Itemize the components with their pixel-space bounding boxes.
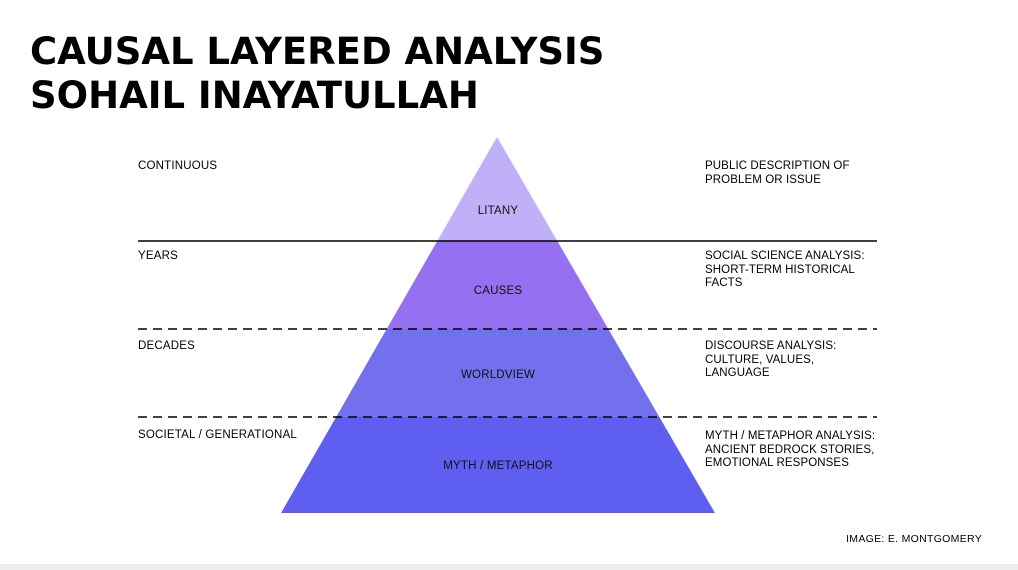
layer-label-litany: LITANY [477, 205, 519, 217]
timescale-continuous: CONTINUOUS [138, 160, 218, 172]
layer-label-causes: CAUSES [473, 285, 523, 297]
bottom-strip [0, 564, 1018, 570]
pyramid-layer-causes [386, 241, 609, 329]
title-line-2: SOHAIL INAYATULLAH [30, 74, 479, 117]
image-credit: IMAGE: E. MONTGOMERY [846, 533, 982, 545]
page-title: CAUSAL LAYERED ANALYSIS SOHAIL INAYATULL… [30, 30, 604, 118]
timescale-years: YEARS [138, 250, 178, 262]
description-worldview: DISCOURSE ANALYSIS: CULTURE, VALUES, LAN… [705, 340, 837, 379]
timescale-decades: DECADES [138, 340, 195, 352]
pyramid-layer-litany [437, 137, 558, 241]
layer-label-worldview: WORLDVIEW [461, 369, 535, 381]
pyramid-layer-myth [281, 417, 715, 513]
description-litany: PUBLIC DESCRIPTION OF PROBLEM OR ISSUE [705, 160, 850, 186]
pyramid-layer-worldview [336, 329, 660, 417]
description-myth-metaphor: MYTH / METAPHOR ANALYSIS: ANCIENT BEDROC… [705, 430, 876, 469]
layer-label-myth-metaphor: MYTH / METAPHOR [443, 460, 553, 472]
timescale-societal-generational: SOCIETAL / GENERATIONAL [138, 429, 298, 441]
title-line-1: CAUSAL LAYERED ANALYSIS [30, 30, 605, 73]
description-causes: SOCIAL SCIENCE ANALYSIS: SHORT-TERM HIST… [705, 250, 865, 289]
